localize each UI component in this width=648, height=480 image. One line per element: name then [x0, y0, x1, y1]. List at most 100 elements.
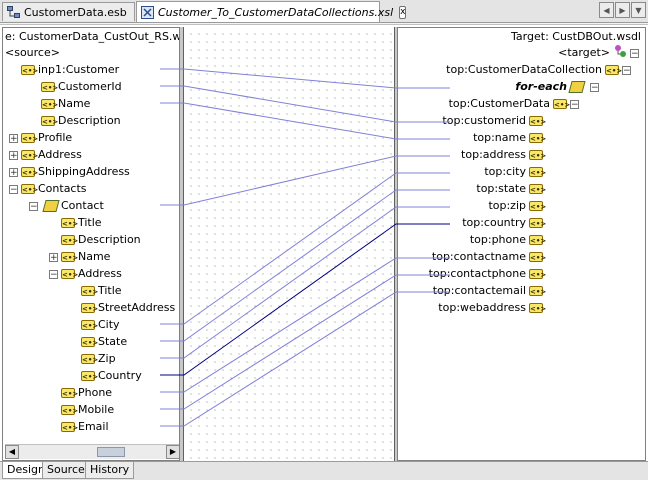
- source-node-label: ShippingAddress: [38, 165, 130, 178]
- expand-icon[interactable]: +: [9, 167, 18, 178]
- target-node[interactable]: top:address<•>: [461, 147, 546, 163]
- source-node[interactable]: <•>City: [69, 317, 120, 333]
- target-tree-pane: Target: CustDBOut.wsdl <target> − top:Cu…: [397, 27, 646, 461]
- element-node-icon: <•>: [529, 303, 547, 313]
- element-node-icon: <•>: [21, 167, 39, 177]
- target-node[interactable]: top:contactname<•>: [432, 249, 547, 265]
- element-node-icon: <•>: [529, 167, 547, 177]
- source-node[interactable]: <•>State: [69, 334, 127, 350]
- source-node-label: Contacts: [38, 182, 87, 195]
- source-node[interactable]: +<•>Name: [49, 249, 110, 265]
- source-node[interactable]: <•>Mobile: [49, 402, 114, 418]
- tab-list-dropdown-icon[interactable]: ▼: [631, 2, 646, 18]
- tab-customerdata-esb[interactable]: CustomerData.esb: [2, 2, 135, 21]
- target-foreach[interactable]: for-each −: [515, 79, 599, 95]
- source-node[interactable]: <•>Title: [49, 215, 102, 231]
- mapping-canvas[interactable]: [183, 27, 395, 461]
- element-node-icon: <•>: [21, 133, 39, 143]
- target-node-collection[interactable]: top:CustomerDataCollection <•> −: [446, 62, 631, 78]
- source-node[interactable]: <•>Description: [29, 113, 121, 129]
- target-node-label: top:address: [461, 148, 526, 161]
- element-node-icon: <•>: [81, 286, 99, 296]
- source-node[interactable]: <•>Zip: [69, 351, 116, 367]
- collapse-icon[interactable]: −: [630, 48, 639, 59]
- element-node-icon: <•>: [21, 65, 39, 75]
- collapse-icon[interactable]: −: [570, 99, 579, 110]
- target-node-label: top:name: [473, 131, 526, 144]
- source-node[interactable]: +<•>ShippingAddress: [9, 164, 130, 180]
- target-node[interactable]: top:country<•>: [462, 215, 546, 231]
- target-node-label: top:city: [484, 165, 526, 178]
- element-node-icon: <•>: [529, 184, 547, 194]
- source-node[interactable]: −<•>Contacts: [9, 181, 87, 197]
- source-node-label: Country: [98, 369, 142, 382]
- scrollbar-thumb[interactable]: [97, 447, 125, 457]
- source-node[interactable]: +<•>Address: [9, 147, 82, 163]
- target-node-customerdata[interactable]: top:CustomerData <•> −: [449, 96, 579, 112]
- source-node[interactable]: <•>Country: [69, 368, 142, 384]
- source-tree-pane: e: CustomerData_CustOut_RS.wsdl <source>…: [2, 27, 180, 461]
- target-root: <target> −: [558, 44, 639, 61]
- source-node-label: Name: [58, 97, 91, 110]
- source-node[interactable]: <•>Email: [49, 419, 109, 435]
- target-node[interactable]: top:city<•>: [484, 164, 547, 180]
- source-node-label: State: [98, 335, 128, 348]
- close-icon[interactable]: x: [399, 5, 407, 19]
- tab-scroll-right-icon[interactable]: ▶: [615, 2, 630, 18]
- target-node[interactable]: top:webaddress<•>: [438, 300, 547, 316]
- target-node[interactable]: top:zip<•>: [488, 198, 546, 214]
- element-node-icon: <•>: [81, 371, 99, 381]
- source-node-label: Address: [38, 148, 82, 161]
- source-node[interactable]: −<•>Address: [49, 266, 122, 282]
- source-node[interactable]: <•>Phone: [49, 385, 112, 401]
- source-node-label: Zip: [98, 352, 116, 365]
- element-node-icon: <•>: [81, 320, 99, 330]
- source-node-label: Address: [78, 267, 122, 280]
- element-node-icon: <•>: [81, 337, 99, 347]
- element-node-icon: <•>: [61, 422, 79, 432]
- source-node[interactable]: <•>CustomerId: [29, 79, 122, 95]
- tab-source[interactable]: Source: [42, 462, 90, 479]
- target-node[interactable]: top:phone<•>: [469, 232, 547, 248]
- source-node[interactable]: <•>Title: [69, 283, 122, 299]
- source-node[interactable]: <•>inp1:Customer: [9, 62, 119, 78]
- target-node-label: top:phone: [469, 233, 526, 246]
- expand-icon[interactable]: +: [9, 133, 18, 144]
- target-node-label: top:state: [476, 182, 526, 195]
- source-node-label: Description: [58, 114, 121, 127]
- scroll-right-icon[interactable]: ▶: [166, 445, 179, 459]
- source-root-label: <source>: [5, 46, 60, 59]
- target-node[interactable]: top:contactemail<•>: [433, 283, 546, 299]
- target-node-label: top:contactphone: [428, 267, 526, 280]
- tab-history[interactable]: History: [85, 462, 135, 479]
- collapse-icon[interactable]: −: [590, 82, 599, 93]
- tab-scroll-left-icon[interactable]: ◀: [599, 2, 614, 18]
- element-node-icon: <•>: [81, 354, 99, 364]
- expand-icon[interactable]: +: [49, 252, 58, 263]
- target-node-label: top:zip: [488, 199, 526, 212]
- element-node-icon: <•>: [41, 99, 59, 109]
- source-node-label: Profile: [38, 131, 73, 144]
- source-node[interactable]: <•>StreetAddress: [69, 300, 175, 316]
- tab-xsl-mapper[interactable]: Customer_To_CustomerDataCollections.xsl …: [136, 1, 407, 22]
- source-node[interactable]: −Contact: [29, 198, 104, 214]
- xsl-map-icon: [141, 5, 154, 19]
- element-node-icon: <•>: [529, 235, 547, 245]
- collapse-icon[interactable]: −: [29, 201, 38, 212]
- source-node-label: Phone: [78, 386, 113, 399]
- target-node[interactable]: top:contactphone<•>: [428, 266, 547, 282]
- source-node[interactable]: <•>Name: [29, 96, 90, 112]
- horizontal-scrollbar[interactable]: ◀ ▶: [5, 444, 179, 459]
- collapse-icon[interactable]: −: [49, 269, 58, 280]
- source-node-label: inp1:Customer: [38, 63, 120, 76]
- scroll-left-icon[interactable]: ◀: [5, 445, 19, 459]
- target-node[interactable]: top:customerid<•>: [442, 113, 546, 129]
- element-node-icon: <•>: [529, 252, 547, 262]
- target-node[interactable]: top:state<•>: [476, 181, 547, 197]
- target-node[interactable]: top:name<•>: [473, 130, 546, 146]
- collapse-icon[interactable]: −: [9, 184, 18, 195]
- source-node[interactable]: <•>Description: [49, 232, 141, 248]
- collapse-icon[interactable]: −: [622, 65, 631, 76]
- expand-icon[interactable]: +: [9, 150, 18, 161]
- source-node[interactable]: +<•>Profile: [9, 130, 72, 146]
